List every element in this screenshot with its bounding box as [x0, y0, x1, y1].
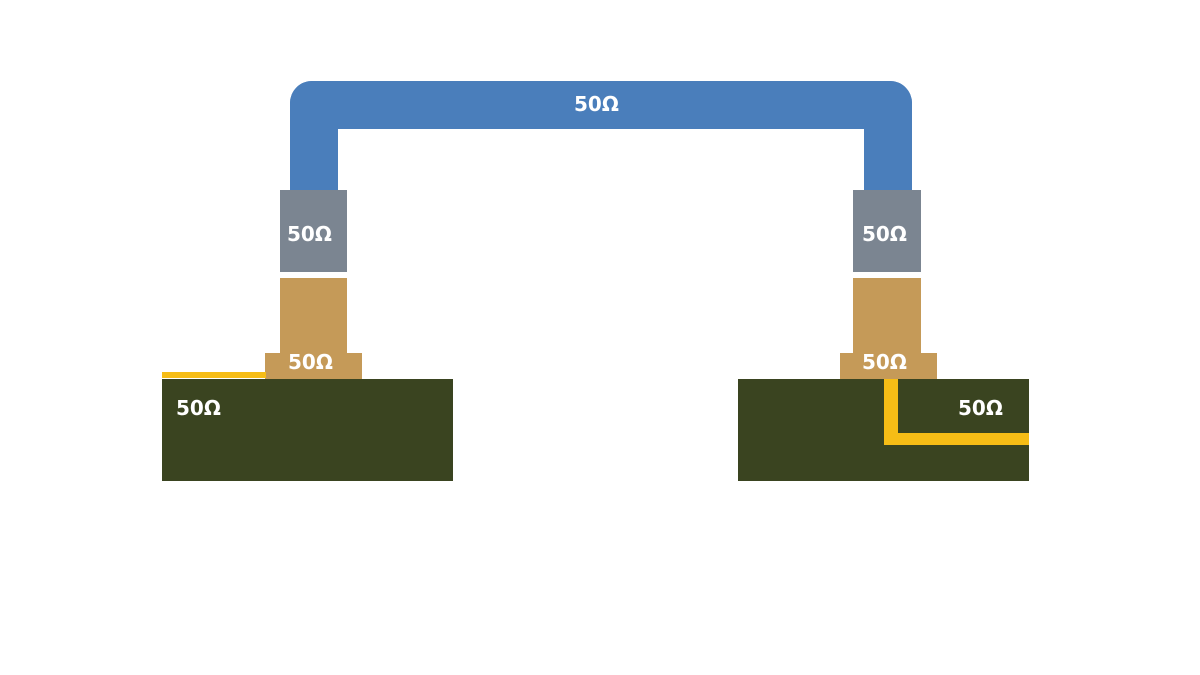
cable-impedance-label: 50Ω: [574, 92, 619, 116]
right-connector-label: 50Ω: [862, 350, 907, 374]
left-connector-body: [280, 278, 347, 354]
right-pcb-label: 50Ω: [958, 396, 1003, 420]
left-pcb-label: 50Ω: [176, 396, 221, 420]
left-connector-flange: [265, 353, 362, 380]
right-adapter: [853, 190, 921, 272]
left-trace: [162, 372, 266, 378]
coax-cable: [290, 81, 912, 201]
left-adapter-label: 50Ω: [287, 222, 332, 246]
right-trace-vertical: [884, 379, 898, 445]
right-pcb: [738, 379, 1029, 481]
left-adapter: [280, 190, 347, 272]
right-adapter-label: 50Ω: [862, 222, 907, 246]
right-trace-horizontal: [884, 433, 1029, 445]
left-pcb: [162, 379, 453, 481]
right-connector-body: [853, 278, 921, 354]
left-connector-label: 50Ω: [288, 350, 333, 374]
right-connector-flange: [840, 353, 937, 380]
